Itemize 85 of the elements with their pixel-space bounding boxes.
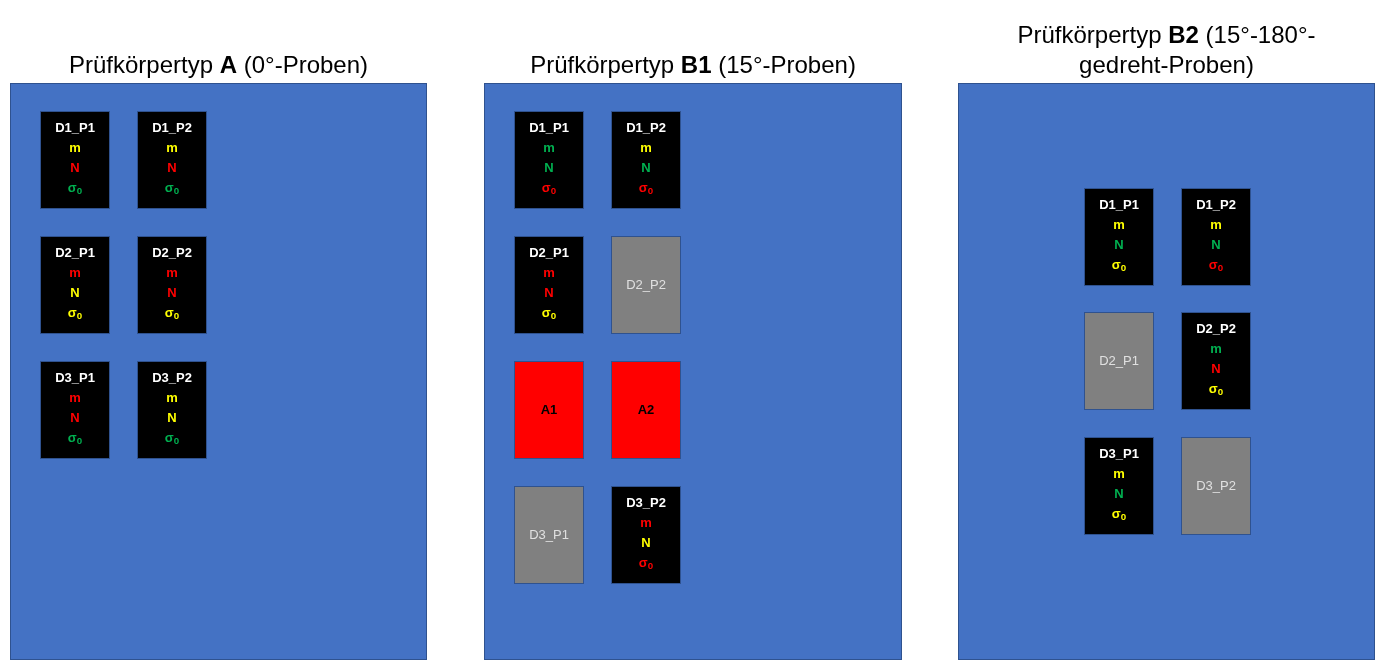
specimen-box (1084, 188, 1154, 286)
parameter-label: N (641, 534, 651, 552)
parameter-label: m (1113, 216, 1125, 234)
unused-specimen-box (1181, 437, 1251, 535)
specimen-box (1084, 437, 1154, 535)
parameter-label: m (543, 139, 555, 157)
parameter-label: m (69, 389, 81, 407)
specimen-label: D3_P1 (529, 526, 569, 545)
specimen-box (137, 361, 207, 459)
parameter-label: σ$_{0}$ (541, 304, 557, 322)
specimen-box (137, 111, 207, 209)
specimen-label: D2_P1 (55, 244, 95, 262)
parameter-label: N (167, 159, 177, 177)
parameter-label: σ$_{0}$ (1111, 505, 1127, 523)
parameter-label: m (166, 139, 178, 157)
specimen-label: D3_P1 (1099, 445, 1139, 463)
specimen-box (611, 111, 681, 209)
parameter-label: σ$_{0}$ (164, 429, 180, 447)
specimen-label: D2_P2 (152, 244, 192, 262)
unused-specimen-box (1084, 312, 1154, 410)
parameter-label: N (167, 409, 177, 427)
highlighted-specimen-box (611, 361, 681, 459)
parameter-label: σ$_{0}$ (638, 554, 654, 572)
parameter-label: σ$_{0}$ (164, 179, 180, 197)
specimen-label: A1 (540, 401, 558, 420)
parameter-label: σ$_{0}$ (1208, 380, 1224, 398)
specimen-label: D2_P1 (1099, 352, 1139, 371)
panel-title: Prüfkörpertyp B1 (15°-Proben) (530, 50, 856, 80)
specimen-label: D1_P2 (152, 119, 192, 137)
specimen-label: D1_P1 (1099, 196, 1139, 214)
parameter-label: N (1114, 485, 1124, 503)
specimen-box (1181, 312, 1251, 410)
parameter-label: σ$_{0}$ (67, 304, 83, 322)
parameter-label: N (1211, 360, 1221, 378)
parameter-label: m (1210, 340, 1222, 358)
unused-specimen-box (514, 486, 584, 584)
specimen-box (40, 361, 110, 459)
parameter-label: σ$_{0}$ (67, 179, 83, 197)
specimen-label: A2 (637, 401, 655, 420)
specimen-label: D1_P2 (1196, 196, 1236, 214)
parameter-label: N (167, 284, 177, 302)
specimen-label: D1_P1 (55, 119, 95, 137)
specimen-box (611, 486, 681, 584)
parameter-label: m (1113, 465, 1125, 483)
parameter-label: m (166, 389, 178, 407)
specimen-box (514, 111, 584, 209)
parameter-label: N (544, 284, 554, 302)
specimen-label: D3_P2 (152, 369, 192, 387)
parameter-label: m (543, 264, 555, 282)
parameter-label: N (1211, 236, 1221, 254)
specimen-label: D1_P1 (529, 119, 569, 137)
parameter-label: N (1114, 236, 1124, 254)
specimen-box (1181, 188, 1251, 286)
parameter-label: σ$_{0}$ (638, 179, 654, 197)
specimen-box (137, 236, 207, 334)
specimen-box (514, 236, 584, 334)
specimen-label: D2_P2 (1196, 320, 1236, 338)
specimen-label: D2_P2 (626, 276, 666, 295)
parameter-label: σ$_{0}$ (1208, 256, 1224, 274)
parameter-label: m (69, 264, 81, 282)
panel-title: Prüfkörpertyp A (0°-Proben) (68, 50, 369, 80)
parameter-label: m (69, 139, 81, 157)
parameter-label: N (70, 159, 80, 177)
panel-title: Prüfkörpertyp B2 (15°-180°-gedreht-Proben) (1016, 20, 1317, 80)
parameter-label: σ$_{0}$ (541, 179, 557, 197)
parameter-label: N (641, 159, 651, 177)
specimen-label: D3_P1 (55, 369, 95, 387)
parameter-label: N (70, 284, 80, 302)
specimen-box (40, 236, 110, 334)
specimen-box (40, 111, 110, 209)
unused-specimen-box (611, 236, 681, 334)
highlighted-specimen-box (514, 361, 584, 459)
parameter-label: σ$_{0}$ (67, 429, 83, 447)
parameter-label: m (166, 264, 178, 282)
specimen-label: D3_P2 (1196, 477, 1236, 496)
parameter-label: m (640, 514, 652, 532)
specimen-label: D3_P2 (626, 494, 666, 512)
parameter-label: N (70, 409, 80, 427)
parameter-label: N (544, 159, 554, 177)
parameter-label: σ$_{0}$ (164, 304, 180, 322)
parameter-label: m (640, 139, 652, 157)
specimen-label: D1_P2 (626, 119, 666, 137)
specimen-label: D2_P1 (529, 244, 569, 262)
parameter-label: m (1210, 216, 1222, 234)
parameter-label: σ$_{0}$ (1111, 256, 1127, 274)
